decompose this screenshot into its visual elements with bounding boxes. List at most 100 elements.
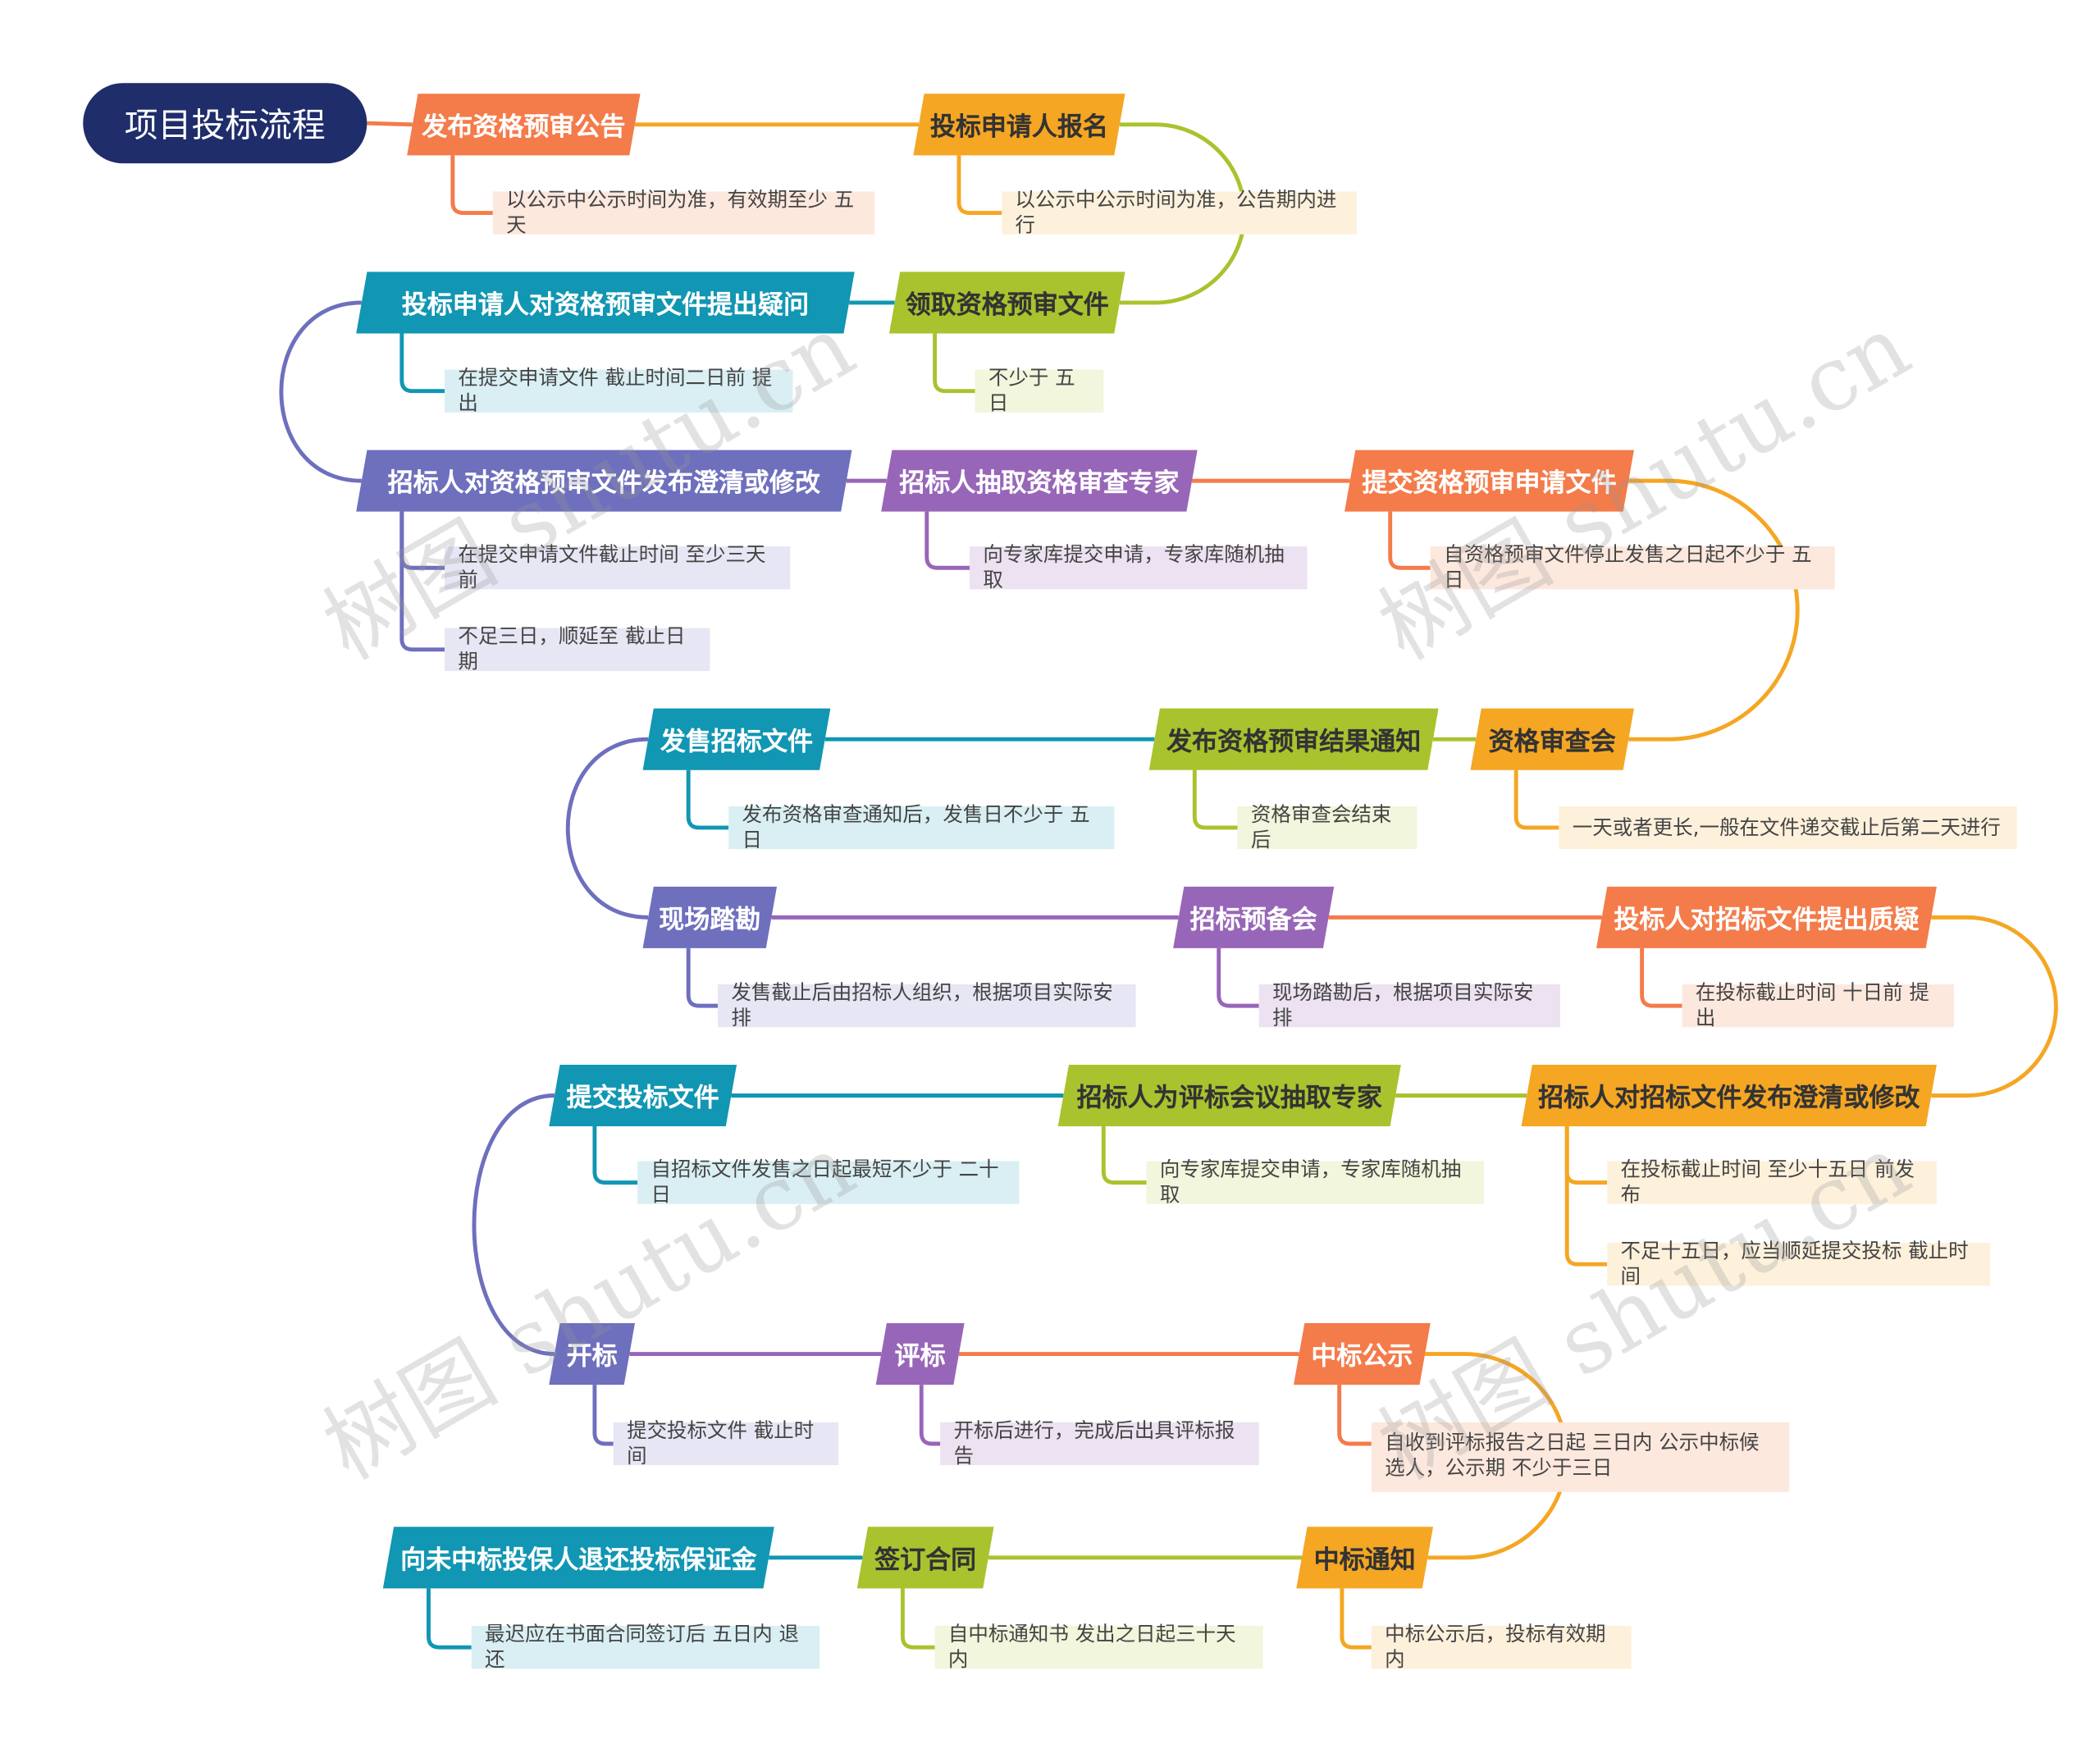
step-label: 提交投标文件 <box>566 1082 719 1112</box>
note-connector <box>686 769 729 830</box>
step-label: 投标申请人对资格预审文件提出疑问 <box>401 290 810 320</box>
note-connector <box>1564 1126 1608 1185</box>
step-node[interactable]: 中标公示 <box>1294 1323 1431 1386</box>
note-connector <box>1192 769 1238 830</box>
step-node[interactable]: 中标通知 <box>1296 1527 1434 1589</box>
step-note[interactable]: 在提交申请文件 截止时间二日前 提出 <box>445 366 793 415</box>
step-label: 中标公示 <box>1311 1341 1413 1372</box>
step-node[interactable]: 投标人对招标文件提出质疑 <box>1596 886 1937 948</box>
note-connector <box>900 1588 935 1650</box>
note-connector <box>1217 947 1259 1008</box>
step-label: 评标 <box>894 1341 946 1372</box>
step-label: 提交资格预审申请文件 <box>1362 468 1617 498</box>
step-label: 向未中标投保人退还投标保证金 <box>400 1545 757 1575</box>
step-note[interactable]: 以公示中公示时间为准，公告期内进行 <box>1002 188 1357 237</box>
step-note[interactable]: 中标公示后，投标有效期内 <box>1371 1622 1632 1672</box>
note-connector <box>592 1126 638 1185</box>
step-note[interactable]: 发售截止后由招标人组织，根据项目实际安排 <box>718 980 1136 1030</box>
note-connector <box>1564 1126 1608 1267</box>
step-note[interactable]: 向专家库提交申请，专家库随机抽取 <box>970 542 1308 592</box>
step-label: 发售招标文件 <box>660 726 814 756</box>
connector-curve <box>279 300 362 483</box>
step-note[interactable]: 以公示中公示时间为准，有效期至少 五天 <box>492 188 875 237</box>
connector-curve <box>565 737 649 920</box>
step-note[interactable]: 在投标截止时间 十日前 提出 <box>1682 980 1955 1030</box>
step-node[interactable]: 招标预备会 <box>1173 886 1335 948</box>
step-note[interactable]: 自招标文件发售之日起最短不少于 二十日 <box>637 1157 1020 1207</box>
step-label: 招标人抽取资格审查专家 <box>899 468 1180 498</box>
step-note[interactable]: 向专家库提交申请，专家库随机抽取 <box>1146 1157 1484 1207</box>
step-node[interactable]: 招标人对招标文件发布澄清或修改 <box>1521 1064 1937 1127</box>
note-connector <box>1388 511 1431 570</box>
step-note[interactable]: 提交投标文件 截止时间 <box>613 1418 839 1468</box>
step-node[interactable]: 提交资格预审申请文件 <box>1344 450 1634 512</box>
note-connector <box>399 511 445 570</box>
step-node[interactable]: 发售招标文件 <box>642 708 831 770</box>
step-label: 中标通知 <box>1313 1545 1416 1575</box>
step-node[interactable]: 招标人对资格预审文件发布澄清或修改 <box>356 450 852 512</box>
step-note[interactable]: 发布资格审查通知后，发售日不少于 五日 <box>728 802 1115 851</box>
step-node[interactable]: 资格审查会 <box>1470 708 1634 770</box>
note-connector <box>933 333 975 394</box>
step-node[interactable]: 签订合同 <box>856 1527 994 1589</box>
note-connector <box>686 947 719 1008</box>
step-label: 发布资格预审结果通知 <box>1166 726 1422 756</box>
step-label: 招标人对资格预审文件发布澄清或修改 <box>387 468 820 498</box>
step-label: 招标预备会 <box>1189 904 1317 934</box>
step-note[interactable]: 不足三日，顺延至 截止日期 <box>445 624 710 673</box>
step-node[interactable]: 发布资格预审结果通知 <box>1148 708 1439 770</box>
step-note[interactable]: 最迟应在书面合同签订后 五日内 退还 <box>471 1622 820 1672</box>
step-note[interactable]: 不少于 五日 <box>975 366 1104 415</box>
step-node[interactable]: 向未中标投保人退还投标保证金 <box>382 1527 774 1589</box>
note-connector <box>1340 1588 1372 1650</box>
note-connector <box>426 1588 472 1650</box>
step-node[interactable]: 投标申请人报名 <box>913 94 1125 156</box>
step-note[interactable]: 开标后进行，完成后出具评标报告 <box>940 1418 1259 1468</box>
note-connector <box>450 155 493 216</box>
step-label: 招标人对招标文件发布澄清或修改 <box>1538 1082 1920 1112</box>
step-label: 签订合同 <box>874 1545 977 1575</box>
step-note[interactable]: 自中标通知书 发出之日起三十天内 <box>934 1622 1263 1672</box>
step-label: 领取资格预审文件 <box>905 290 1109 320</box>
step-label: 现场踏勘 <box>659 904 761 934</box>
step-label: 投标人对招标文件提出质疑 <box>1614 904 1920 934</box>
connector-curve <box>472 1093 555 1357</box>
step-note[interactable]: 现场踏勘后，根据项目实际安排 <box>1258 980 1561 1030</box>
connector-curve <box>1628 478 1800 742</box>
step-node[interactable]: 招标人抽取资格审查专家 <box>881 450 1198 512</box>
step-node[interactable]: 评标 <box>875 1323 965 1386</box>
note-connector <box>1337 1385 1372 1446</box>
step-note[interactable]: 自收到评标报告之日起 三日内 公示中标候选人，公示期 不少于三日 <box>1371 1422 1790 1492</box>
step-node[interactable]: 发布资格预审公告 <box>407 94 641 156</box>
step-label: 发布资格预审公告 <box>422 112 626 142</box>
note-connector <box>399 511 445 652</box>
connector-curve <box>1931 915 2058 1098</box>
note-connector <box>1640 947 1682 1008</box>
step-note[interactable]: 自资格预审文件停止发售之日起不少于 五日 <box>1430 542 1835 592</box>
step-label: 投标申请人报名 <box>929 112 1109 142</box>
note-connector <box>592 1385 614 1446</box>
connector-line <box>367 121 413 127</box>
step-node[interactable]: 提交投标文件 <box>549 1064 737 1127</box>
step-node[interactable]: 开标 <box>549 1323 635 1386</box>
step-note[interactable]: 在投标截止时间 至少十五日 前发布 <box>1607 1157 1937 1207</box>
step-node[interactable]: 领取资格预审文件 <box>888 272 1125 334</box>
step-node[interactable]: 投标申请人对资格预审文件提出疑问 <box>356 272 855 334</box>
note-connector <box>399 333 445 394</box>
step-label: 开标 <box>566 1341 618 1372</box>
step-node[interactable]: 现场踏勘 <box>642 886 778 948</box>
root-node[interactable]: 项目投标流程 <box>83 83 368 164</box>
note-connector <box>924 511 970 570</box>
step-label: 招标人为评标会议抽取专家 <box>1076 1082 1382 1112</box>
step-label: 资格审查会 <box>1488 726 1616 756</box>
step-note[interactable]: 一天或者更长,一般在文件递交截止后第二天进行 <box>1559 806 2017 850</box>
note-connector <box>956 155 1002 216</box>
note-connector <box>1513 769 1559 830</box>
step-note[interactable]: 资格审查会结束后 <box>1237 802 1418 851</box>
step-note[interactable]: 在提交申请文件截止时间 至少三天前 <box>445 542 791 592</box>
step-node[interactable]: 招标人为评标会议抽取专家 <box>1057 1064 1401 1127</box>
step-note[interactable]: 不足十五日，应当顺延提交投标 截止时间 <box>1607 1239 1991 1289</box>
note-connector <box>919 1385 941 1446</box>
